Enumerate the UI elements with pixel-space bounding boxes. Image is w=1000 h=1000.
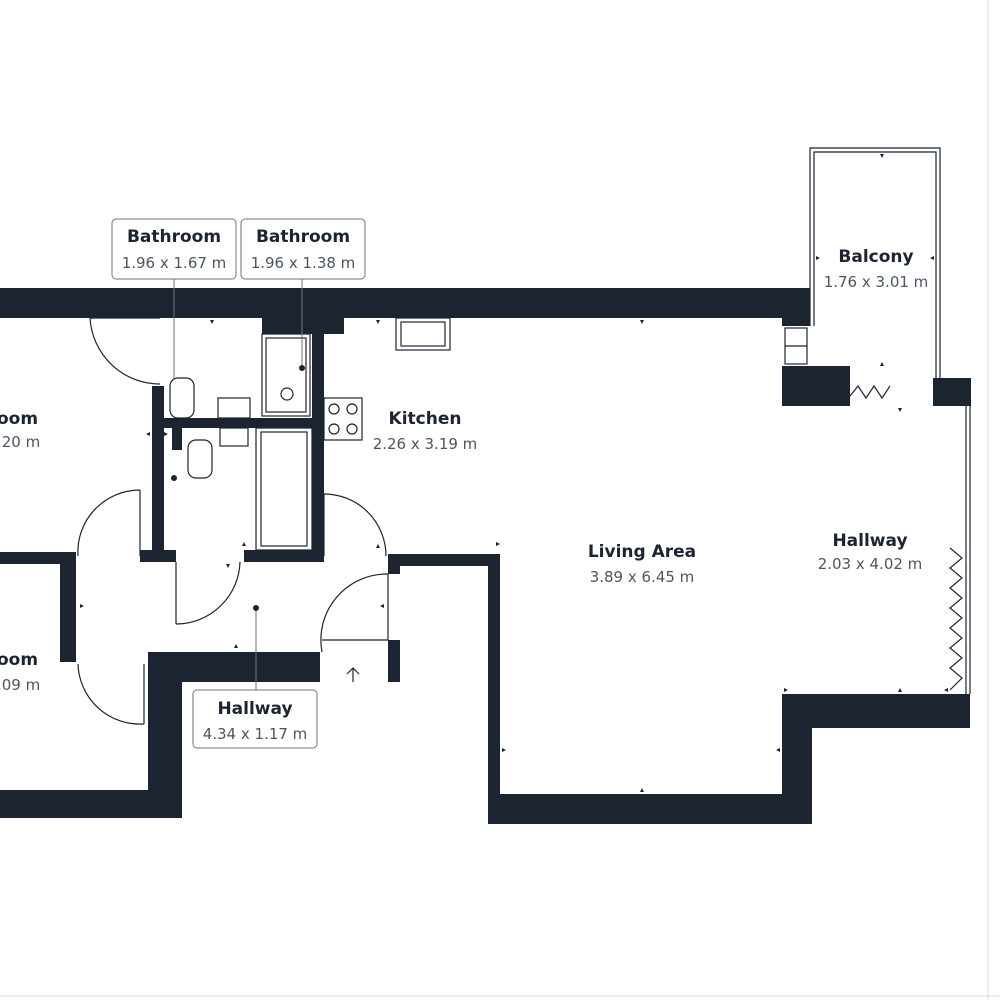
bathroom-label-box [240,218,366,280]
room-bathroom-1: Bathroom 1.96 x 1.67 m [122,227,227,272]
room-name: Bathroom [127,227,221,247]
walls [0,288,971,824]
room-bedroom-upper: oom .20 m [0,409,40,451]
room-living-area: Living Area 3.89 x 6.45 m [588,542,696,586]
room-name: Hallway [217,699,292,719]
door-swings [77,317,389,725]
basin-icon [219,427,249,447]
room-name: oom [0,409,38,429]
bathroom-fixtures [169,278,313,551]
balcony-outline [784,147,941,400]
room-name: oom [0,650,38,670]
basin-icon [217,397,251,419]
room-name: Living Area [588,542,696,562]
room-kitchen: Kitchen 2.26 x 3.19 m [373,409,478,453]
room-bedroom-lower: oom .09 m [0,650,40,694]
room-hallway-east: Hallway 2.03 x 4.02 m [818,531,923,573]
room-hallway-entry: Hallway 4.34 x 1.17 m [203,699,308,743]
room-name: Balcony [838,247,913,267]
hob-icon [323,397,363,441]
room-dimensions: 4.34 x 1.17 m [203,725,308,743]
room-name: Kitchen [389,409,462,429]
room-dimensions: .20 m [0,433,40,451]
toilet-icon [169,377,195,419]
room-balcony: Balcony 1.76 x 3.01 m [824,247,929,291]
room-dimensions: 1.96 x 1.67 m [122,254,227,272]
room-dimensions: 2.26 x 3.19 m [373,435,478,453]
room-dimensions: 2.03 x 4.02 m [818,555,923,573]
room-name: Bathroom [256,227,350,247]
measurement-ticks [80,154,948,792]
sliding-door-icon [849,384,891,400]
room-name: Hallway [832,531,907,551]
folding-door-icon [949,547,963,691]
room-dimensions: 3.89 x 6.45 m [590,568,695,586]
room-dimensions: 1.76 x 3.01 m [824,273,929,291]
east-window [949,406,971,694]
room-bathroom-2: Bathroom 1.96 x 1.38 m [251,227,356,272]
room-dimensions: 1.96 x 1.38 m [251,254,356,272]
toilet-icon [187,439,213,479]
hallway-label-box [192,689,318,749]
kitchen-fixtures [323,317,451,441]
bathroom-label-box [111,218,237,280]
room-dimensions: .09 m [0,676,40,694]
